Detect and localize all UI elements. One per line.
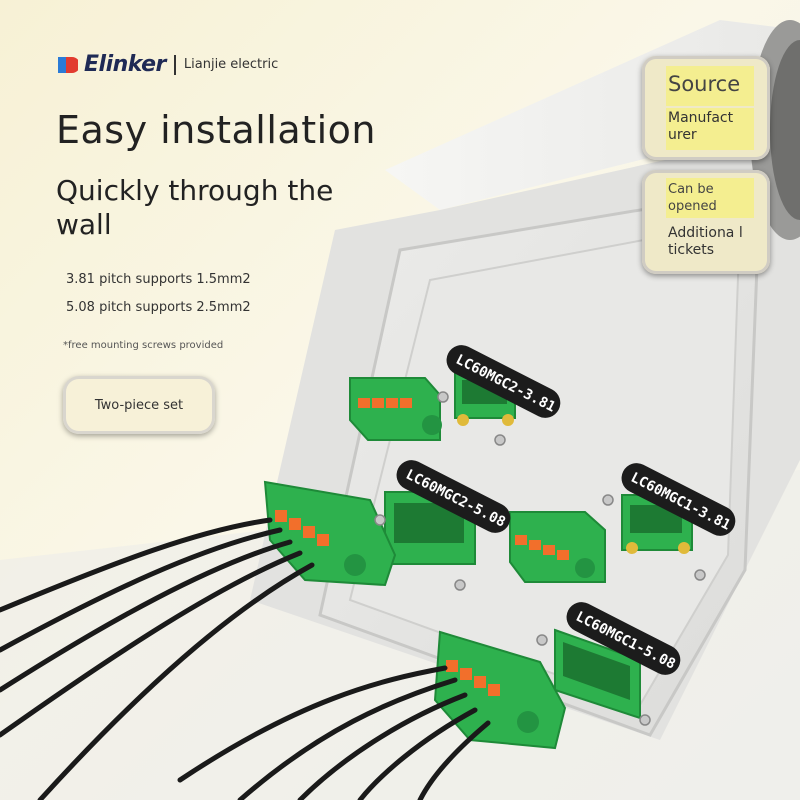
spec-line-381: 3.81 pitch supports 1.5mm2: [66, 272, 251, 287]
side-card-tickets: [642, 170, 770, 274]
badge-label: Two-piece set: [94, 397, 184, 413]
two-piece-set-badge: Two-piece set: [63, 376, 215, 434]
side-card-tickets-body: Additiona l tickets: [668, 225, 743, 258]
brand-header: Elinker Lianjie electric: [58, 52, 278, 77]
side-card-source-body: Manufact urer: [668, 110, 734, 143]
plug-bottom-large: [433, 630, 567, 750]
side-card-tickets-title: Can be opened: [668, 182, 717, 214]
plug-left-large: [263, 480, 397, 587]
spec-line-508: 5.08 pitch supports 2.5mm2: [66, 300, 251, 315]
elinker-logo-icon: [58, 56, 78, 73]
side-card-source-title: Source: [668, 72, 741, 96]
cables-left: [0, 517, 315, 800]
brand-name: Elinker: [84, 52, 166, 77]
screws-note: *free mounting screws provided: [63, 340, 224, 351]
headline: Easy installation: [56, 108, 376, 152]
brand-divider: [173, 54, 176, 75]
brand-subtitle: Lianjie electric: [183, 57, 279, 72]
mounting-screws: [374, 391, 706, 726]
subheadline: Quickly through the wall: [56, 174, 334, 241]
side-card-source: [642, 56, 770, 160]
cables-bottom: [177, 665, 491, 800]
